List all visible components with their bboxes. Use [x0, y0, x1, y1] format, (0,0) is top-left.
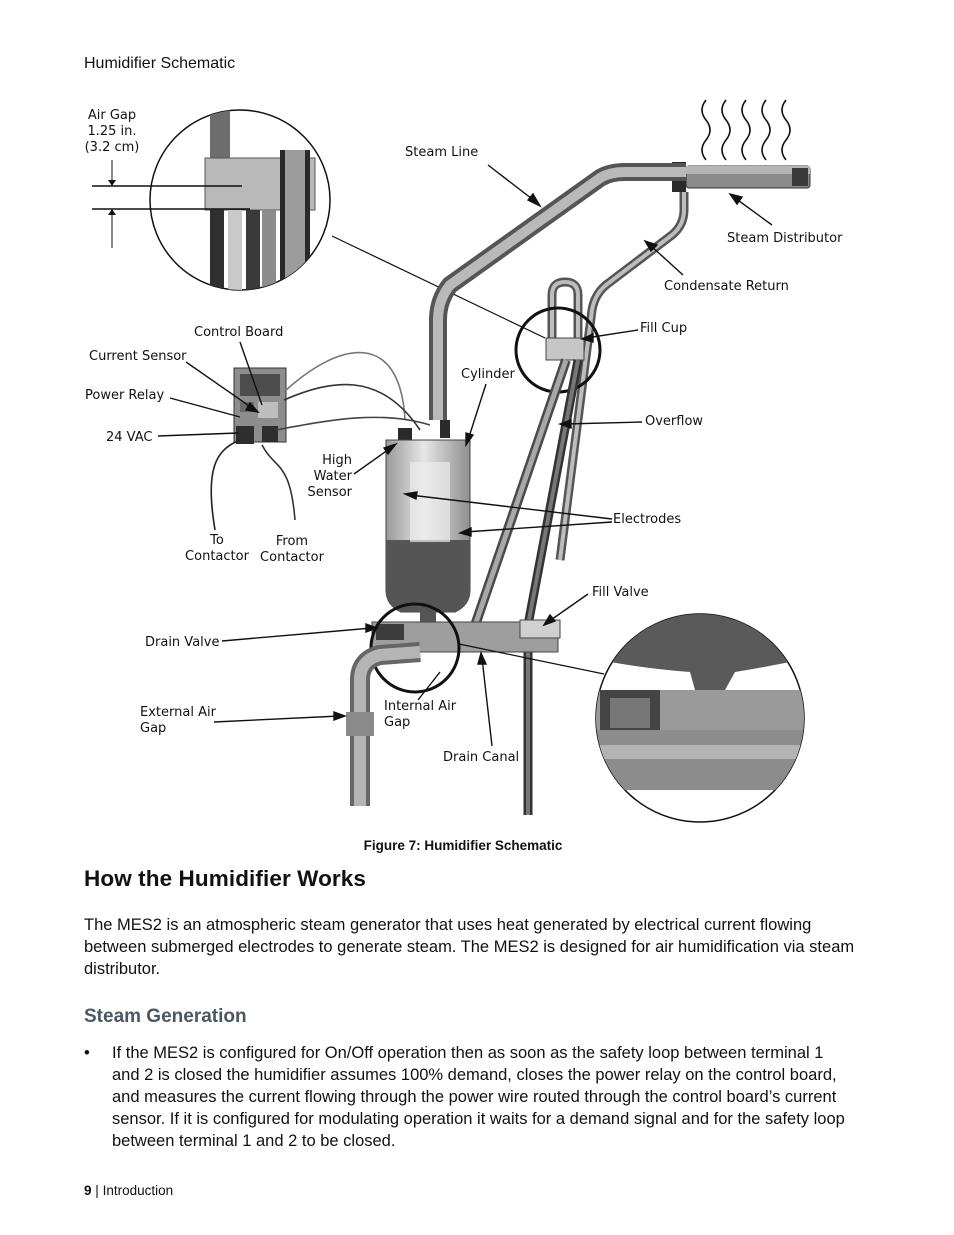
fill-valve-label: Fill Valve — [592, 585, 649, 600]
steam-distributor — [672, 162, 811, 192]
control-board-label: Control Board — [194, 325, 284, 340]
footer-separator: | — [95, 1183, 99, 1198]
cylinder — [385, 420, 471, 626]
steam-waves — [701, 99, 791, 161]
steam-distributor-label: Steam Distributor — [727, 231, 843, 246]
bullet-list: • If the MES2 is configured for On/Off o… — [84, 1042, 864, 1152]
section-heading: How the Humidifier Works — [84, 866, 367, 891]
page-footer: 9 | Introduction — [84, 1183, 173, 1198]
drain-canal-label: Drain Canal — [443, 750, 520, 765]
to-contactor-label: To Contactor — [185, 533, 249, 564]
drain-assembly — [346, 602, 561, 806]
internal-air-gap-detail — [458, 613, 805, 823]
control-board — [233, 367, 287, 444]
leader-lines — [157, 164, 773, 747]
high-water-sensor-label: High Water Sensor — [307, 453, 352, 500]
external-air-gap-label: External Air Gap — [140, 705, 216, 736]
list-item: • If the MES2 is configured for On/Off o… — [84, 1042, 864, 1152]
cylinder-label: Cylinder — [461, 367, 515, 382]
humidifier-schematic — [92, 99, 811, 823]
figure-caption: Figure 7: Humidifier Schematic — [363, 838, 563, 853]
bullet-icon: • — [84, 1044, 90, 1062]
fill-cup-label: Fill Cup — [640, 321, 688, 336]
subsection-heading: Steam Generation — [84, 1006, 247, 1027]
condensate-return-label: Condensate Return — [664, 279, 789, 294]
intro-paragraph: The MES2 is an atmospheric steam generat… — [84, 916, 855, 978]
fill-cup-loop — [547, 277, 583, 345]
steam-line-label: Steam Line — [405, 145, 479, 160]
section-label: Humidifier Schematic — [84, 55, 236, 72]
overflow-label: Overflow — [645, 414, 704, 429]
power-relay-label: Power Relay — [85, 388, 165, 403]
wires — [210, 351, 431, 531]
from-contactor-label: From Contactor — [260, 534, 324, 565]
drain-valve-label: Drain Valve — [145, 635, 220, 650]
internal-air-gap-label: Internal Air Gap — [384, 699, 457, 730]
current-sensor-label: Current Sensor — [89, 349, 187, 364]
vac-label: 24 VAC — [106, 430, 153, 445]
footer-section: Introduction — [102, 1183, 174, 1198]
list-item-text: If the MES2 is configured for On/Off ope… — [112, 1044, 845, 1150]
air-gap-label: Air Gap 1.25 in. (3.2 cm) — [84, 108, 140, 155]
air-gap-detail — [92, 109, 546, 339]
electrodes-label: Electrodes — [613, 512, 682, 527]
page-number: 9 — [84, 1183, 92, 1198]
